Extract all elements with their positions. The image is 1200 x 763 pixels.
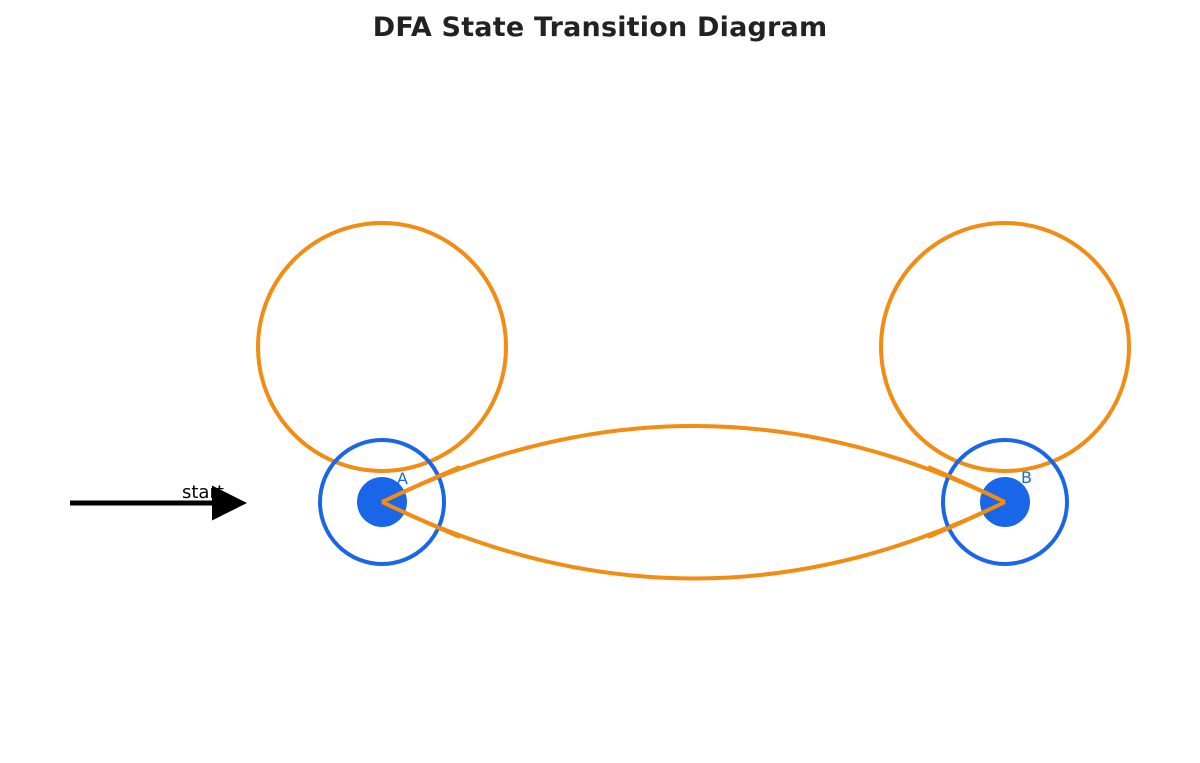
self-loop-a — [256, 221, 508, 473]
transition-b-to-a-overlay — [381, 500, 461, 539]
transition-b-to-a — [381, 500, 1006, 581]
transition-b-to-a-end-overlay — [927, 500, 1006, 539]
transition-a-to-b-overlay — [381, 465, 461, 504]
state-b-label: B — [1021, 468, 1032, 487]
start-label: start — [182, 482, 224, 503]
state-b-outer-ring — [941, 438, 1069, 566]
state-a-outer-ring — [318, 438, 446, 566]
self-loop-b — [879, 221, 1131, 473]
transition-a-to-b-end-overlay — [927, 465, 1006, 504]
state-a-label: A — [397, 469, 408, 488]
transition-a-to-b — [381, 424, 1006, 504]
diagram-title: DFA State Transition Diagram — [372, 12, 828, 43]
